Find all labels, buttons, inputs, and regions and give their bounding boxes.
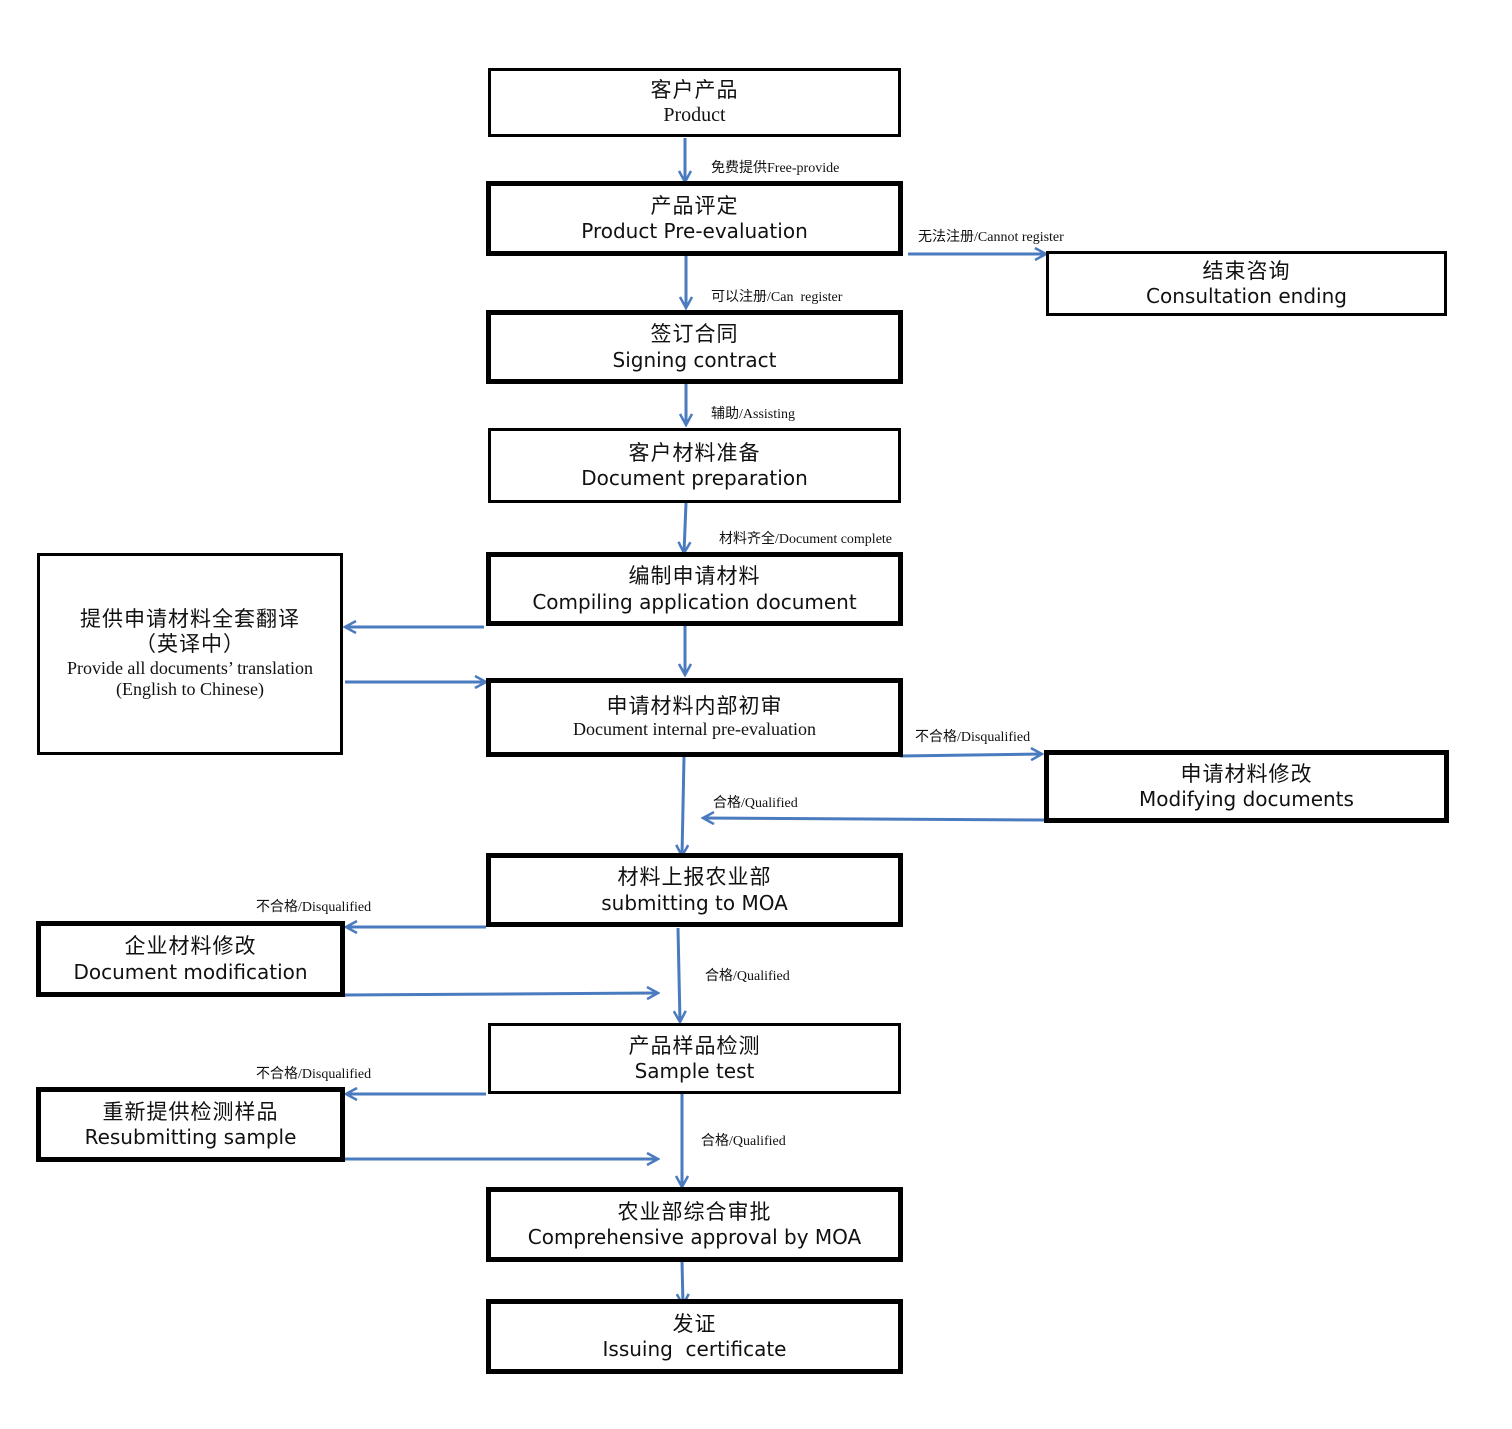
label-qualified-internal: 合格/Qualified — [713, 796, 798, 811]
arrow-internal-to-moa — [682, 756, 684, 856]
label-qualified-sample: 合格/Qualified — [701, 1134, 786, 1149]
node-issuing-certificate: 发证 Issuing certificate — [486, 1299, 903, 1374]
node-sample-test-en: Sample test — [634, 1059, 755, 1084]
node-translation-en2: (English to Chinese) — [116, 679, 264, 700]
arrow-docmod-to-main — [343, 993, 658, 995]
label-disqualified-moa: 不合格/Disqualified — [256, 900, 372, 915]
node-submitting-moa: 材料上报农业部 submitting to MOA — [486, 853, 903, 927]
arrow-approval-to-certificate — [682, 1260, 683, 1305]
node-submitting-moa-zh: 材料上报农业部 — [617, 865, 772, 890]
node-signing-contract-en: Signing contract — [612, 347, 777, 372]
label-document-complete: 材料齐全/Document complete — [719, 532, 893, 547]
label-qualified-moa: 合格/Qualified — [705, 969, 790, 984]
node-resubmitting-sample-en: Resubmitting sample — [84, 1125, 297, 1150]
node-internal-pre-evaluation-en: Document internal pre-evaluation — [573, 719, 816, 740]
node-compiling-zh: 编制申请材料 — [628, 564, 761, 589]
node-compiling-en: Compiling application document — [532, 589, 857, 614]
label-disqualified-internal: 不合格/Disqualified — [915, 730, 1031, 745]
node-comprehensive-approval: 农业部综合审批 Comprehensive approval by MOA — [486, 1187, 903, 1262]
node-document-modification-zh: 企业材料修改 — [124, 934, 257, 959]
node-internal-pre-evaluation-zh: 申请材料内部初审 — [606, 694, 783, 719]
arrow-modifying-to-main — [703, 818, 1047, 820]
node-translation-zh2: （英译中） — [135, 632, 245, 657]
arrow-preparation-to-compiling — [684, 502, 686, 553]
node-modifying-documents-en: Modifying documents — [1139, 787, 1354, 812]
label-assisting: 辅助/Assisting — [711, 407, 796, 422]
node-consultation-ending-zh: 结束咨询 — [1202, 258, 1291, 283]
node-issuing-certificate-zh: 发证 — [672, 1311, 717, 1336]
node-pre-evaluation: 产品评定 Product Pre-evaluation — [486, 181, 903, 256]
node-consultation-ending: 结束咨询 Consultation ending — [1046, 251, 1447, 316]
node-document-modification: 企业材料修改 Document modification — [36, 921, 345, 997]
node-internal-pre-evaluation: 申请材料内部初审 Document internal pre-evaluatio… — [486, 678, 903, 757]
label-disqualified-sample: 不合格/Disqualified — [256, 1067, 372, 1082]
node-document-preparation-en: Document preparation — [581, 466, 808, 491]
node-sample-test: 产品样品检测 Sample test — [488, 1023, 901, 1094]
node-pre-evaluation-en: Product Pre-evaluation — [581, 219, 808, 244]
node-signing-contract-zh: 签订合同 — [650, 322, 739, 347]
node-consultation-ending-en: Consultation ending — [1146, 284, 1347, 309]
node-document-preparation-zh: 客户材料准备 — [628, 440, 761, 465]
label-cannot-register: 无法注册/Cannot register — [918, 230, 1064, 245]
node-signing-contract: 签订合同 Signing contract — [486, 310, 903, 384]
node-modifying-documents-zh: 申请材料修改 — [1180, 761, 1313, 786]
node-document-preparation: 客户材料准备 Document preparation — [488, 428, 901, 503]
node-resubmitting-sample-zh: 重新提供检测样品 — [102, 1099, 279, 1124]
label-can-register: 可以注册/Can register — [711, 290, 843, 305]
node-product-zh: 客户产品 — [650, 77, 739, 102]
node-comprehensive-approval-en: Comprehensive approval by MOA — [527, 1225, 862, 1250]
node-pre-evaluation-zh: 产品评定 — [650, 193, 739, 218]
node-comprehensive-approval-zh: 农业部综合审批 — [617, 1199, 772, 1224]
node-modifying-documents: 申请材料修改 Modifying documents — [1044, 750, 1449, 823]
node-translation: 提供申请材料全套翻译 （英译中） Provide all documents’ … — [37, 553, 343, 755]
node-document-modification-en: Document modification — [73, 959, 308, 984]
node-sample-test-zh: 产品样品检测 — [628, 1033, 761, 1058]
node-compiling: 编制申请材料 Compiling application document — [486, 552, 903, 626]
node-product-en: Product — [663, 104, 726, 127]
node-submitting-moa-en: submitting to MOA — [601, 890, 788, 915]
node-product: 客户产品 Product — [488, 68, 901, 137]
label-free-provide: 免费提供Free-provide — [711, 161, 840, 176]
arrow-internal-to-modifying — [899, 754, 1042, 756]
arrow-moa-to-sample — [678, 927, 680, 1022]
node-issuing-certificate-en: Issuing certificate — [602, 1337, 787, 1362]
node-translation-zh1: 提供申请材料全套翻译 — [80, 607, 300, 632]
node-translation-en1: Provide all documents’ translation — [66, 657, 314, 678]
node-resubmitting-sample: 重新提供检测样品 Resubmitting sample — [36, 1087, 345, 1162]
